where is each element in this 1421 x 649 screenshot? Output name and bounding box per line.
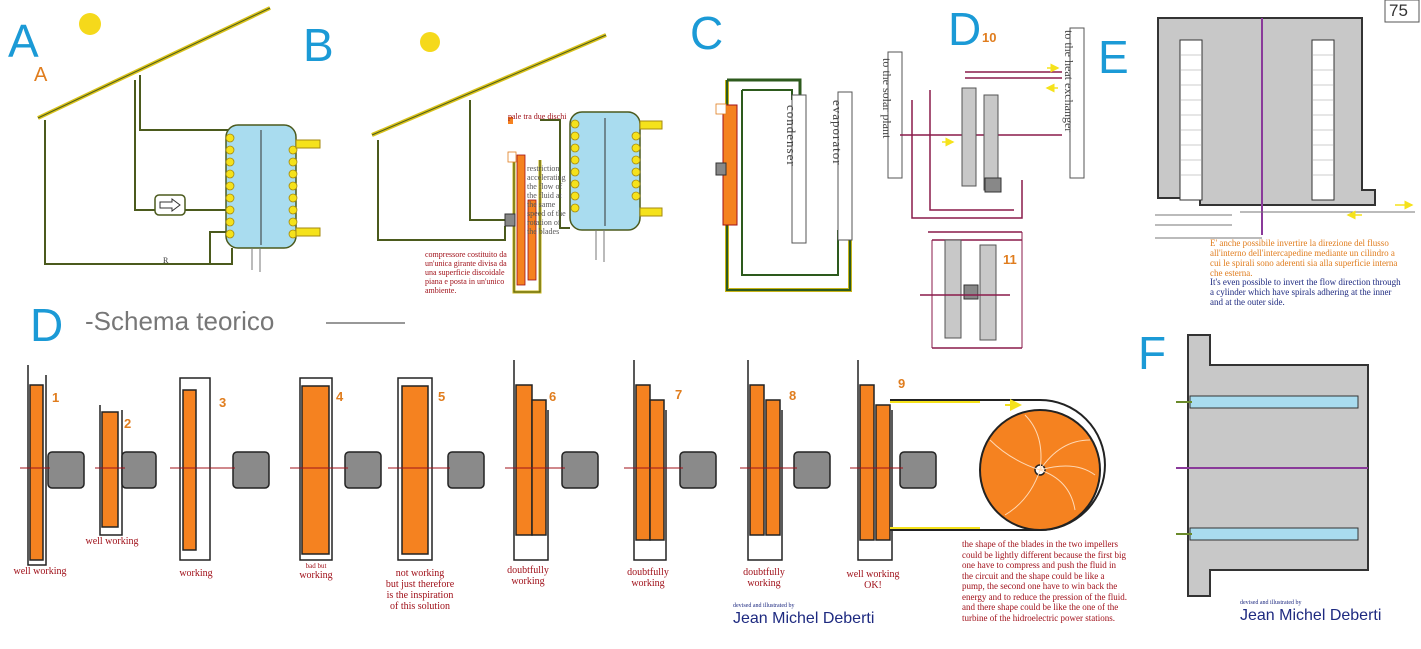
variant-drawings [27,360,937,566]
variant-3-caption: working [179,568,213,579]
exchanger-label: to the heat exchanger [1062,30,1076,133]
variant-2-num: 2 [124,416,132,431]
diagram-c [715,78,853,292]
note-b-top: pale tra due dischi [508,112,567,121]
label-11: 11 [1003,252,1017,267]
condenser-label: condenser [784,105,799,167]
variant-1-num: 1 [52,390,60,405]
note-e-it: E' anche possibile invertire la direzion… [1210,238,1398,278]
diagram-f [1176,334,1369,597]
label-e: E [1098,31,1129,83]
diagram-d10 [887,27,1085,349]
label-f: F [1138,327,1167,379]
evaporator-box [837,91,853,241]
variant-4-num: 4 [336,389,344,404]
variant-2-caption: well working [85,536,139,547]
label-d10: D [948,3,982,55]
diagram-a [37,6,321,272]
label-b: B [303,19,334,71]
variant-5-num: 5 [438,389,446,404]
variant-9-num: 9 [898,376,906,391]
solar-label: to the solar plant [880,58,894,139]
credit-name-1: Jean Michel Deberti [733,610,875,627]
credit-small-2: devised and illustrated by [1240,600,1302,606]
variant-1-caption: well working [13,566,67,577]
label-a-sub: A [34,64,48,86]
label-r: R [163,256,169,265]
label-a: A [8,15,39,67]
label-d: D [30,299,64,351]
schema-title: -Schema teorico [85,306,275,336]
condenser-box [791,94,807,244]
evaporator-label: evaporator [830,100,845,166]
label-d10-sub: 10 [982,30,997,45]
variant-8-num: 8 [789,388,797,403]
label-c: C [690,7,724,59]
sun-b [420,32,440,52]
impeller-note: the shape of the blades in the two impel… [962,539,1128,623]
diagram-b [371,32,663,294]
credit-small-1: devised and illustrated by [733,603,795,609]
diagram-e [1155,17,1415,239]
variant-3-num: 3 [219,395,227,410]
page-number: 75 [1389,1,1408,20]
variant-7-num: 7 [675,387,683,402]
note-e-en: It's even possible to invert the flow di… [1210,277,1401,307]
impeller-wheel [890,399,1106,531]
sun-a [79,13,101,35]
credit-name-2: Jean Michel Deberti [1240,607,1382,624]
variant-6-num: 6 [549,389,557,404]
